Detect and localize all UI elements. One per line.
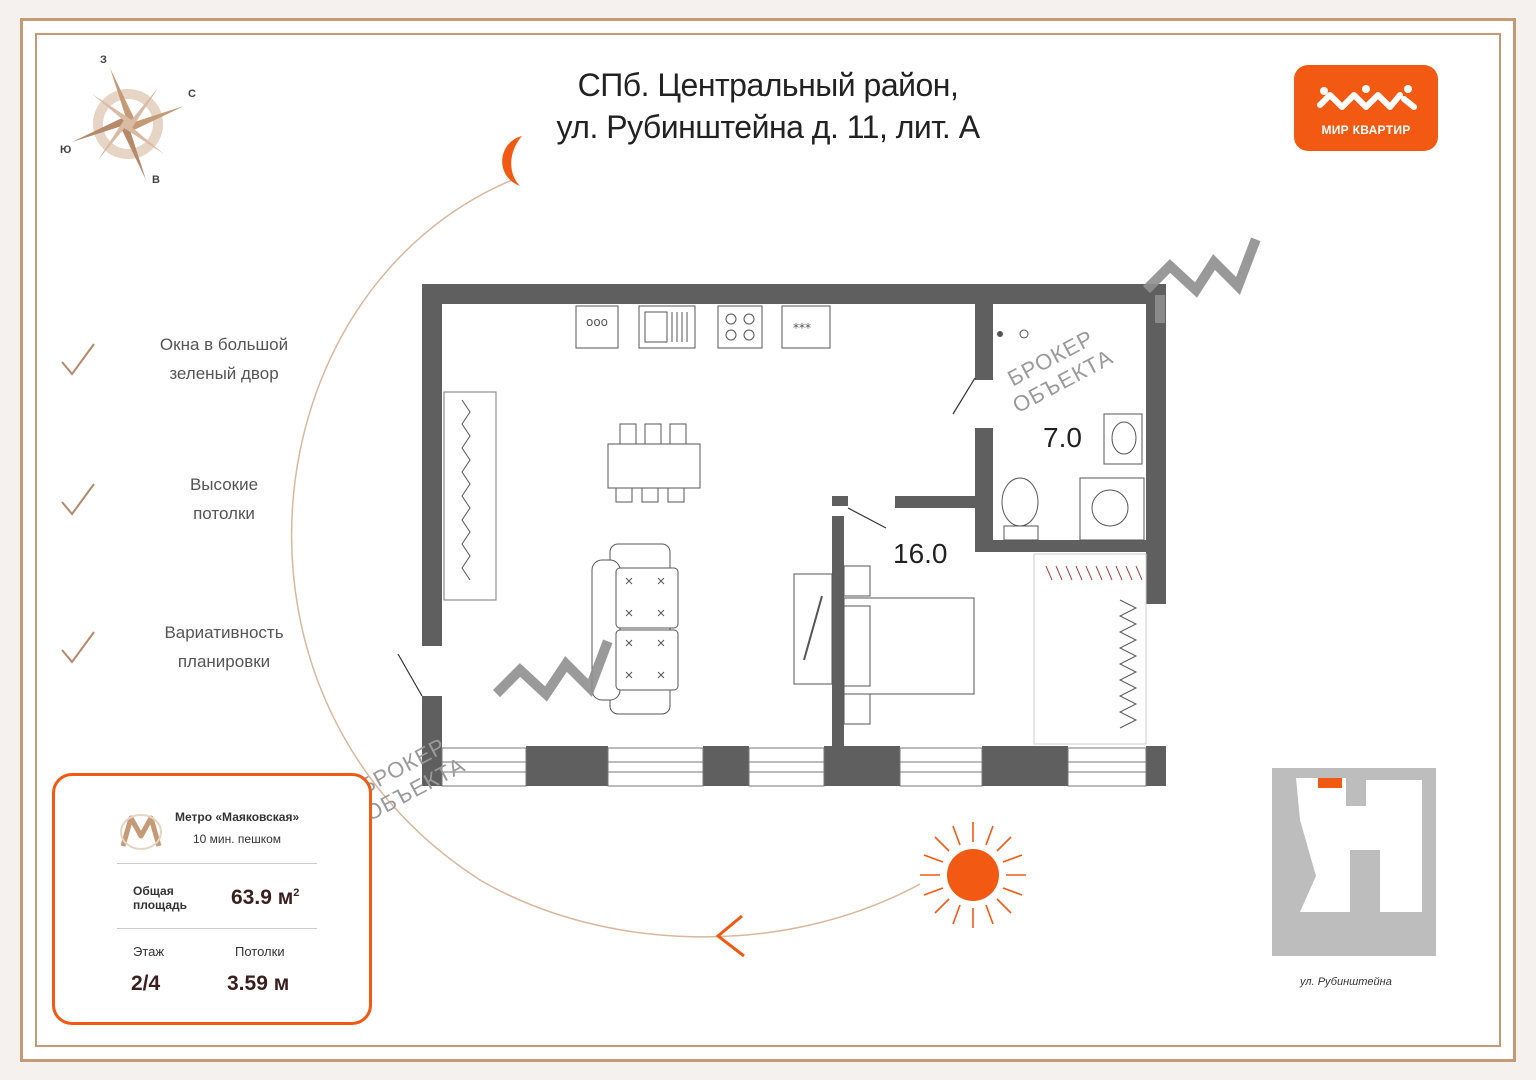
metro-icon [120,814,162,850]
area-value-number: 63.9 м [231,886,294,909]
room-area-bathroom: 7.0 [1043,422,1082,453]
feature-3-line1: Вариативность [164,623,284,642]
floor-label: Этаж [133,944,165,959]
feature-1-line1: Окна в большой [159,335,289,354]
compass-rose-icon [72,68,184,180]
area-value: 63.9 м2 [231,886,299,910]
divider [117,863,317,864]
check-icon [61,483,95,516]
feature-3-line2: планировки [177,652,271,671]
area-label-line2: площадь [133,898,187,912]
logo-brand-text: МИР КВАРТИР [1321,123,1411,137]
feature-layout: Вариативность планировки [124,618,324,676]
apartment-info-card: Метро «Маяковская» 10 мин. пешком Общая … [52,773,372,1025]
brand-logo: МИР КВАРТИР [1294,65,1438,151]
site-plan-street: ул. Рубинштейна [1300,976,1392,988]
floor-value: 2/4 [131,972,161,995]
ceiling-label: Потолки [235,944,285,959]
metro-walk-time: 10 мин. пешком [193,832,282,846]
feature-windows: Окна в большой зеленый двор [124,330,324,388]
svg-text:ooo: ooo [586,315,608,329]
divider [117,928,317,929]
compass-west: З [100,54,107,66]
feature-1-line2: зеленый двор [169,364,279,383]
check-icon [61,631,95,664]
compass-north: С [188,88,196,100]
area-label-line1: Общая [133,884,174,898]
feature-2-line2: потолки [193,504,255,523]
metro-station: Метро «Маяковская» [175,810,300,824]
page-title: СПб. Центральный район, ул. Рубинштейна … [0,64,1536,148]
area-unit-superscript: 2 [293,887,300,899]
svg-text:***: *** [793,321,811,335]
area-label: Общая площадь [133,884,187,912]
compass-east: В [152,174,160,186]
feature-2-line1: Высокие [189,475,259,494]
logo-mark-icon [1317,85,1417,110]
ceiling-value: 3.59 м [227,972,290,995]
compass-rose: З С Ю В [60,54,200,194]
title-line-1: СПб. Центральный район, [577,67,959,103]
room-area-main: 16.0 [893,538,948,569]
sun-icon [920,822,1026,928]
compass-south: Ю [60,144,72,156]
title-line-2: ул. Рубинштейна д. 11, лит. А [556,109,980,145]
inner-frame [35,33,1501,1047]
feature-ceilings: Высокие потолки [124,470,324,528]
moon-icon [502,136,522,186]
check-icon [61,343,95,376]
